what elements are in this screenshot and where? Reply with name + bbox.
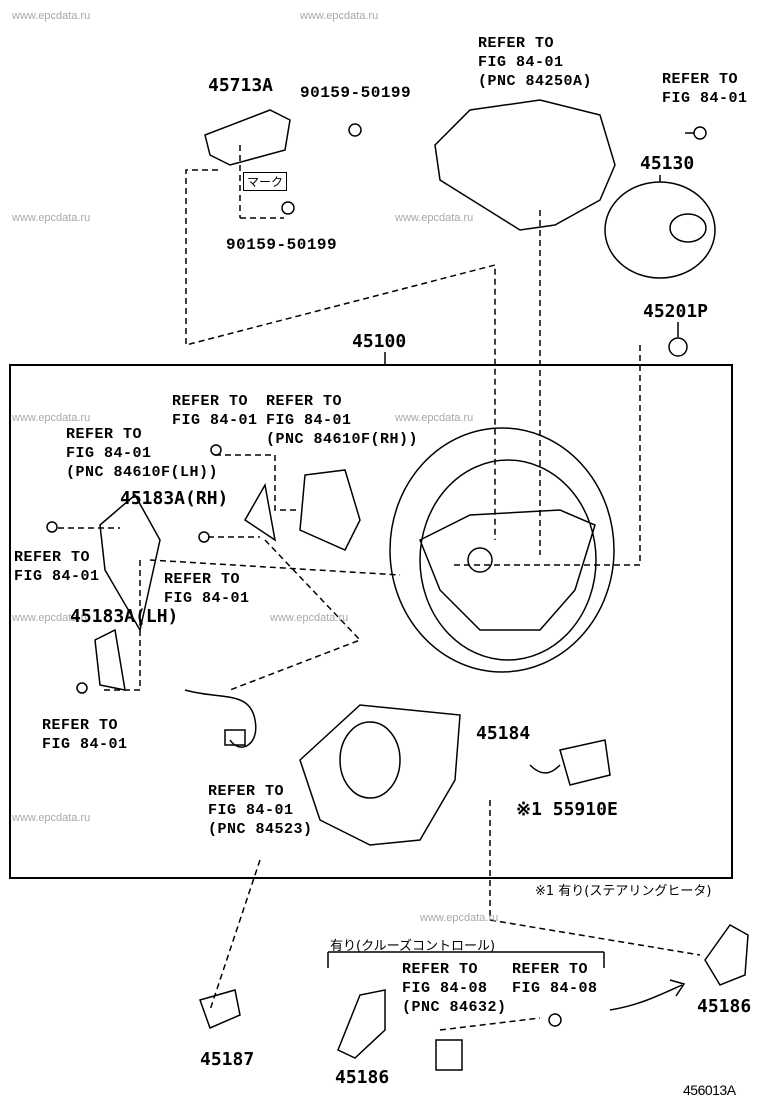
ref-line: FIG 84-01: [66, 445, 152, 462]
trim-45187: [199, 989, 241, 1030]
heater-module-55910E: [559, 739, 611, 786]
trim-45186-bottom: [337, 989, 386, 1059]
ref-84523: REFER TO FIG 84-01 (PNC 84523): [208, 782, 313, 839]
ref-rh: REFER TO FIG 84-01 (PNC 84610F(RH)): [266, 392, 418, 449]
ref-line: FIG 84-01: [42, 736, 128, 753]
watermark: www.epcdata.ru: [12, 212, 91, 224]
clip-45201P: [668, 337, 688, 357]
bracket-45713A: [204, 109, 291, 166]
ref-line: FIG 84-01: [164, 590, 250, 607]
steering-wheel: [389, 427, 615, 673]
wire-harness: [184, 689, 257, 748]
ref-line: REFER TO: [512, 961, 589, 978]
ref-line: REFER TO: [172, 393, 249, 410]
watermark: www.epcdata.ru: [12, 412, 91, 424]
ref-line: FIG 84-01: [478, 54, 564, 71]
ref-center: REFER TO FIG 84-01: [164, 570, 250, 608]
ref-line: (PNC 84610F(RH)): [266, 431, 419, 448]
ref-line: (PNC 84250A): [478, 73, 593, 90]
note-cruise: 有り(クルーズコントロール): [330, 939, 496, 954]
ref-top-right: REFER TO FIG 84-01: [662, 70, 748, 108]
ref-line: REFER TO: [66, 426, 143, 443]
watermark: www.epcdata.ru: [12, 10, 91, 22]
ref-line: REFER TO: [14, 549, 91, 566]
part-55910E: ※1 55910E: [516, 799, 618, 820]
ref-84632: REFER TO FIG 84-08 (PNC 84632): [402, 960, 507, 1017]
ref-84-08: REFER TO FIG 84-08: [512, 960, 598, 998]
switch-rh: [299, 469, 361, 551]
ref-line: REFER TO: [662, 71, 739, 88]
watermark: www.epcdata.ru: [420, 912, 499, 924]
part-bolt-top: 90159-50199: [300, 84, 412, 102]
part-45187: 45187: [200, 1049, 255, 1070]
paddle-rh: [244, 482, 277, 542]
watermark: www.epcdata.ru: [12, 612, 91, 624]
watermark: www.epcdata.ru: [395, 412, 474, 424]
ref-line: FIG 84-01: [172, 412, 258, 429]
note-heater: ※1 有り(ステアリングヒータ): [535, 884, 712, 899]
part-45130: 45130: [640, 153, 695, 174]
ref-line: (PNC 84632): [402, 999, 507, 1016]
assembly-box-45100: [9, 364, 733, 879]
watermark: www.epcdata.ru: [300, 10, 379, 22]
steering-cover-upper: [434, 99, 616, 231]
part-45183A-lh: 45183A(LH): [70, 606, 179, 627]
ref-lh: REFER TO FIG 84-01 (PNC 84610F(LH)): [66, 425, 218, 482]
ref-left: REFER TO FIG 84-01: [14, 548, 100, 586]
mark-label: マーク: [243, 172, 288, 191]
figure-code: 456013A: [683, 1082, 736, 1098]
watermark: www.epcdata.ru: [270, 612, 349, 624]
ref-line: FIG 84-01: [266, 412, 352, 429]
part-45201P: 45201P: [643, 301, 709, 322]
part-45183A-rh: 45183A(RH): [120, 488, 229, 509]
ref-line: (PNC 84610F(LH)): [66, 464, 219, 481]
part-45100: 45100: [352, 331, 407, 352]
ref-line: REFER TO: [402, 961, 479, 978]
lower-cover-45184: [299, 704, 461, 846]
part-45186-right: 45186: [697, 996, 752, 1017]
ref-line: REFER TO: [42, 717, 119, 734]
trim-45186-right: [704, 924, 749, 986]
airbag-45130: [604, 181, 716, 279]
ref-84250A: REFER TO FIG 84-01 (PNC 84250A): [478, 34, 592, 91]
part-bolt-bottom: 90159-50199: [226, 236, 338, 254]
paddle-lh: [94, 628, 126, 691]
ref-line: FIG 84-01: [662, 90, 748, 107]
dashed-leaders: [58, 145, 701, 1031]
ref-line: FIG 84-01: [14, 568, 100, 585]
part-45713A: 45713A: [208, 75, 274, 96]
ref-line: FIG 84-01: [208, 802, 294, 819]
arrow: [609, 979, 686, 1011]
part-45186-bottom: 45186: [335, 1067, 390, 1088]
ref-line: (PNC 84523): [208, 821, 313, 838]
ref-line: REFER TO: [266, 393, 343, 410]
ref-line: REFER TO: [164, 571, 241, 588]
ref-line: REFER TO: [478, 35, 555, 52]
part-45184: 45184: [476, 723, 531, 744]
ref-line: FIG 84-08: [402, 980, 488, 997]
ref-line: FIG 84-08: [512, 980, 598, 997]
cruise-switch: [435, 1039, 463, 1071]
switch-lh: [99, 493, 161, 633]
watermark: www.epcdata.ru: [12, 812, 91, 824]
watermark: www.epcdata.ru: [395, 212, 474, 224]
ref-mid-a: REFER TO FIG 84-01: [172, 392, 258, 430]
ref-line: REFER TO: [208, 783, 285, 800]
ref-lower-left: REFER TO FIG 84-01: [42, 716, 128, 754]
